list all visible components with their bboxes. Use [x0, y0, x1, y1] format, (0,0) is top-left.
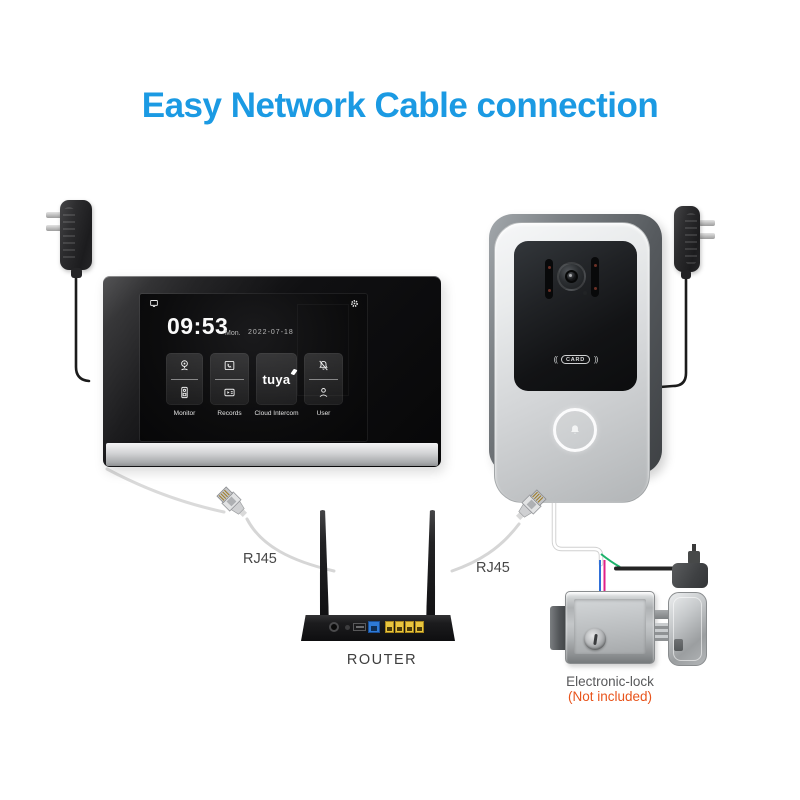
- left-adapter-cable: [74, 275, 91, 383]
- gear-icon: [351, 300, 358, 307]
- tile-label: Monitor: [173, 410, 196, 417]
- lock-note: (Not included): [567, 689, 653, 704]
- power-jack: [329, 622, 339, 632]
- mic-hole: [583, 291, 587, 295]
- camera-lens: [557, 262, 586, 291]
- strike-plate: [668, 592, 707, 666]
- lock-caption: Electronic-lock (Not included): [535, 674, 685, 704]
- rj45-connector-left: [216, 486, 248, 518]
- door-station-icon: [181, 386, 188, 398]
- clock-time: 09:53: [167, 313, 229, 339]
- page-title: Easy Network Cable connection: [141, 86, 659, 125]
- rfid-card-reader: (( CARD )): [514, 355, 637, 364]
- lan-port: [395, 621, 404, 633]
- monitor-network-cable: [105, 467, 226, 514]
- tile-divider: [309, 378, 338, 380]
- camera-lens-inner: [565, 270, 578, 283]
- user-icon: [319, 387, 328, 397]
- tile-monitor: [166, 353, 203, 405]
- tile-cloud-intercom: tuya: [256, 353, 299, 405]
- adapter-body: [674, 206, 700, 272]
- doorbell-lock-cable-outline: [551, 494, 604, 567]
- keyhole: [584, 628, 606, 650]
- router-label: ROUTER: [346, 652, 418, 668]
- rfid-wave-icon: )): [594, 355, 598, 364]
- tile-user: [304, 353, 343, 405]
- lock-bolt: [655, 623, 669, 641]
- plug-prong: [46, 212, 62, 218]
- doorbell-button: [553, 408, 597, 452]
- rj45-label-right: RJ45: [476, 560, 510, 576]
- rfid-wave-icon: ((: [553, 355, 558, 364]
- usb-port: [353, 623, 366, 631]
- rj45-right-to-router-cable: [450, 522, 521, 573]
- monitor-screen: 09:53 Mon. 2022-07-18 Monitor: [140, 294, 367, 441]
- reset-button: [345, 625, 350, 630]
- lock-bolt-guide: [655, 610, 669, 619]
- cable-gland: [71, 268, 82, 278]
- mute-bell-icon: [319, 360, 328, 371]
- electronic-lock: [550, 588, 708, 668]
- card-reader-label: CARD: [560, 355, 591, 364]
- lan-port: [405, 621, 414, 633]
- date: 2022-07-18: [248, 329, 294, 336]
- tile-divider: [215, 378, 244, 380]
- ir-led-strip-right: [591, 257, 599, 297]
- plug-prong: [699, 233, 715, 239]
- display-icon: [150, 300, 158, 307]
- cable-gland: [681, 270, 691, 279]
- wan-port: [368, 621, 380, 633]
- screen-reflection: [297, 304, 349, 396]
- weekday: Mon.: [225, 330, 241, 337]
- tuya-logo-mark: [290, 368, 299, 375]
- right-adapter-cable: [658, 273, 688, 389]
- lock-mount-tab: [550, 606, 566, 650]
- tile-records: [210, 353, 249, 405]
- video-playback-icon: [224, 388, 235, 396]
- power-adapter-left: [46, 198, 110, 290]
- tile-divider: [171, 378, 198, 380]
- plug-body: [688, 551, 700, 564]
- webcam-icon: [181, 360, 188, 371]
- tile-label: Cloud Intercom: [254, 410, 299, 417]
- indoor-monitor: 09:53 Mon. 2022-07-18 Monitor: [103, 276, 441, 467]
- adapter-body: [60, 200, 92, 270]
- plug-prong: [692, 544, 696, 552]
- router: [301, 615, 455, 641]
- lock-power-adapter: [670, 544, 710, 590]
- lan-port: [385, 621, 394, 633]
- tuya-logo: tuya: [263, 368, 299, 387]
- call-record-icon: [224, 361, 235, 371]
- tile-label: User: [316, 410, 331, 417]
- ir-led-strip-left: [545, 259, 553, 299]
- lan-port: [415, 621, 424, 633]
- lock-body: [565, 591, 655, 664]
- bell-icon: [571, 425, 579, 434]
- doorbell-lock-cable: [552, 495, 603, 566]
- tile-label: Records: [217, 410, 242, 417]
- plug-prong: [46, 225, 62, 231]
- plug-prong: [699, 220, 715, 226]
- rj45-label-left: RJ45: [243, 551, 277, 567]
- menu-tiles: Monitor Re: [166, 353, 343, 417]
- adapter-body: [672, 563, 708, 588]
- wire-green: [600, 553, 621, 568]
- rj45-connector-right: [515, 489, 547, 521]
- lock-name: Electronic-lock: [566, 674, 654, 689]
- power-adapter-right: [664, 204, 720, 288]
- monitor-base-bar: [106, 443, 438, 466]
